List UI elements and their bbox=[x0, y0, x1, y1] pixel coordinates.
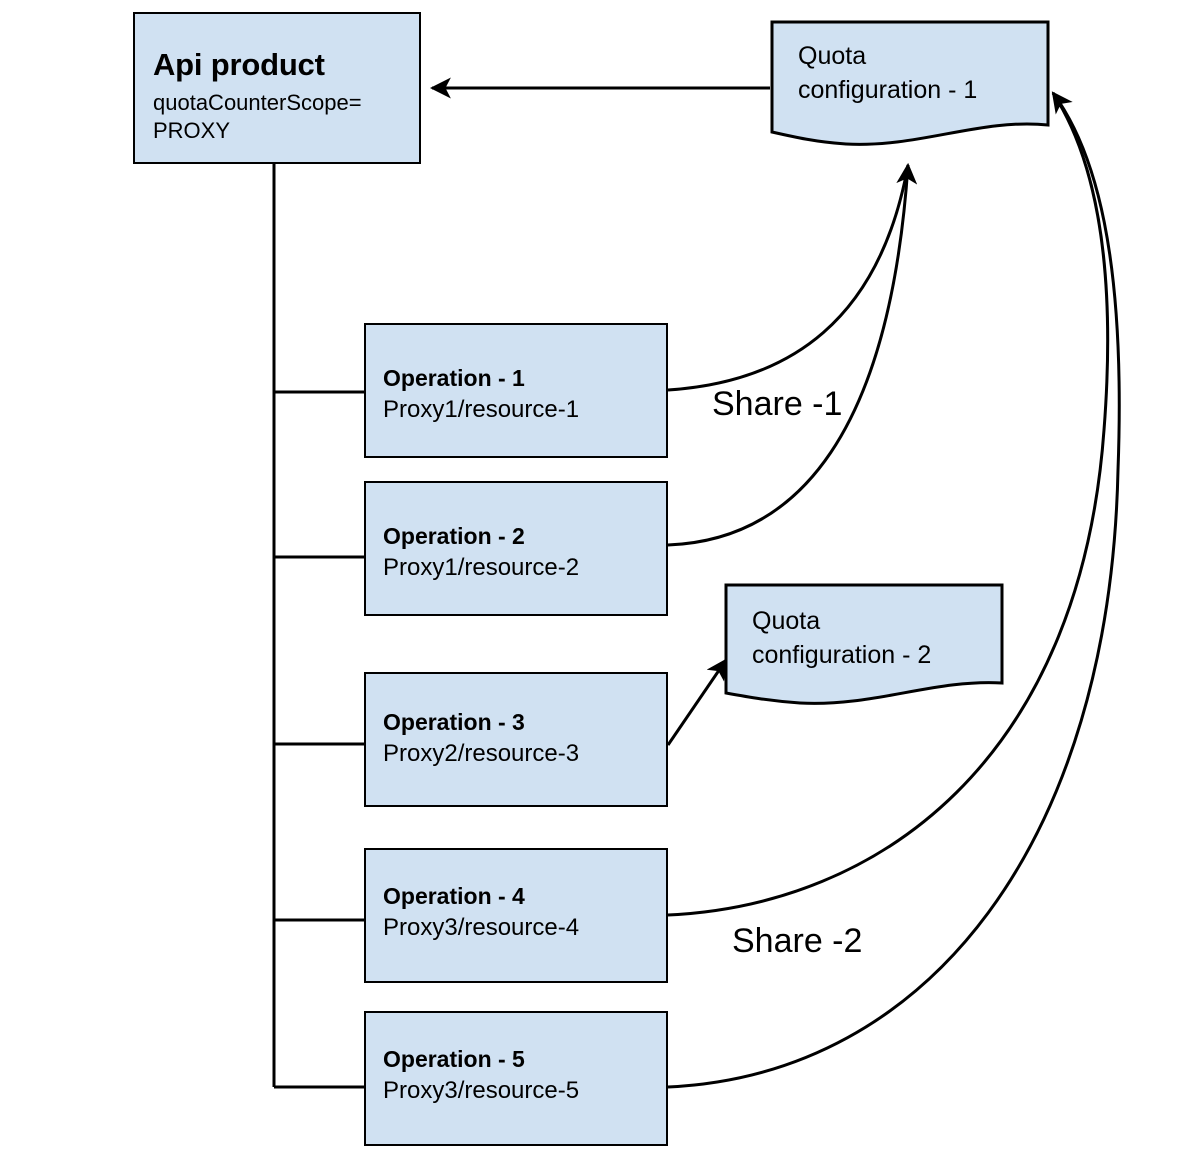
node-operation-1[interactable]: Operation - 1 Proxy1/resource-1 bbox=[364, 323, 668, 458]
connector-op2-to-quota1 bbox=[667, 162, 918, 547]
document-shape-icon bbox=[770, 20, 1050, 146]
api-product-title: Api product bbox=[153, 47, 325, 82]
node-api-product[interactable]: Api product quotaCounterScope= PROXY bbox=[133, 12, 421, 164]
edge-label-share-1: Share -1 bbox=[712, 385, 843, 423]
quota-configuration-2-line-1: Quota bbox=[752, 607, 821, 635]
node-quota-configuration-1[interactable]: Quota configuration - 1 bbox=[770, 20, 1050, 150]
node-operation-3[interactable]: Operation - 3 Proxy2/resource-3 bbox=[364, 672, 668, 807]
connector-op3-to-quota2 bbox=[666, 658, 728, 746]
operation-5-path: Proxy3/resource-5 bbox=[383, 1077, 580, 1104]
node-operation-2[interactable]: Operation - 2 Proxy1/resource-2 bbox=[364, 481, 668, 616]
operation-2-path: Proxy1/resource-2 bbox=[383, 554, 580, 581]
connector-op5-to-quota1 bbox=[667, 91, 1121, 1089]
operation-3-title: Operation - 3 bbox=[383, 709, 525, 735]
api-product-attr-line-2: PROXY bbox=[153, 118, 231, 143]
operation-1-title: Operation - 1 bbox=[383, 365, 525, 391]
quota-configuration-2-line-2: configuration - 2 bbox=[752, 641, 932, 669]
document-shape-icon bbox=[724, 583, 1004, 705]
node-operation-4[interactable]: Operation - 4 Proxy3/resource-4 bbox=[364, 848, 668, 983]
quota-configuration-1-line-1: Quota bbox=[798, 42, 867, 70]
edge-label-share-2: Share -2 bbox=[732, 922, 863, 960]
connector-op4-to-quota1 bbox=[667, 92, 1110, 917]
operation-1-path: Proxy1/resource-1 bbox=[383, 396, 580, 423]
node-quota-configuration-2[interactable]: Quota configuration - 2 bbox=[724, 583, 1004, 711]
operation-3-path: Proxy2/resource-3 bbox=[383, 740, 580, 767]
connector-api-product-tree bbox=[272, 164, 364, 1089]
operation-2-title: Operation - 2 bbox=[383, 523, 525, 549]
api-product-attr-line-1: quotaCounterScope= bbox=[153, 90, 362, 115]
operation-4-path: Proxy3/resource-4 bbox=[383, 914, 580, 941]
connector-op1-to-quota1 bbox=[667, 164, 910, 392]
operation-5-title: Operation - 5 bbox=[383, 1046, 525, 1072]
quota-configuration-1-line-2: configuration - 1 bbox=[798, 76, 978, 104]
operation-4-title: Operation - 4 bbox=[383, 883, 525, 909]
node-operation-5[interactable]: Operation - 5 Proxy3/resource-5 bbox=[364, 1011, 668, 1146]
